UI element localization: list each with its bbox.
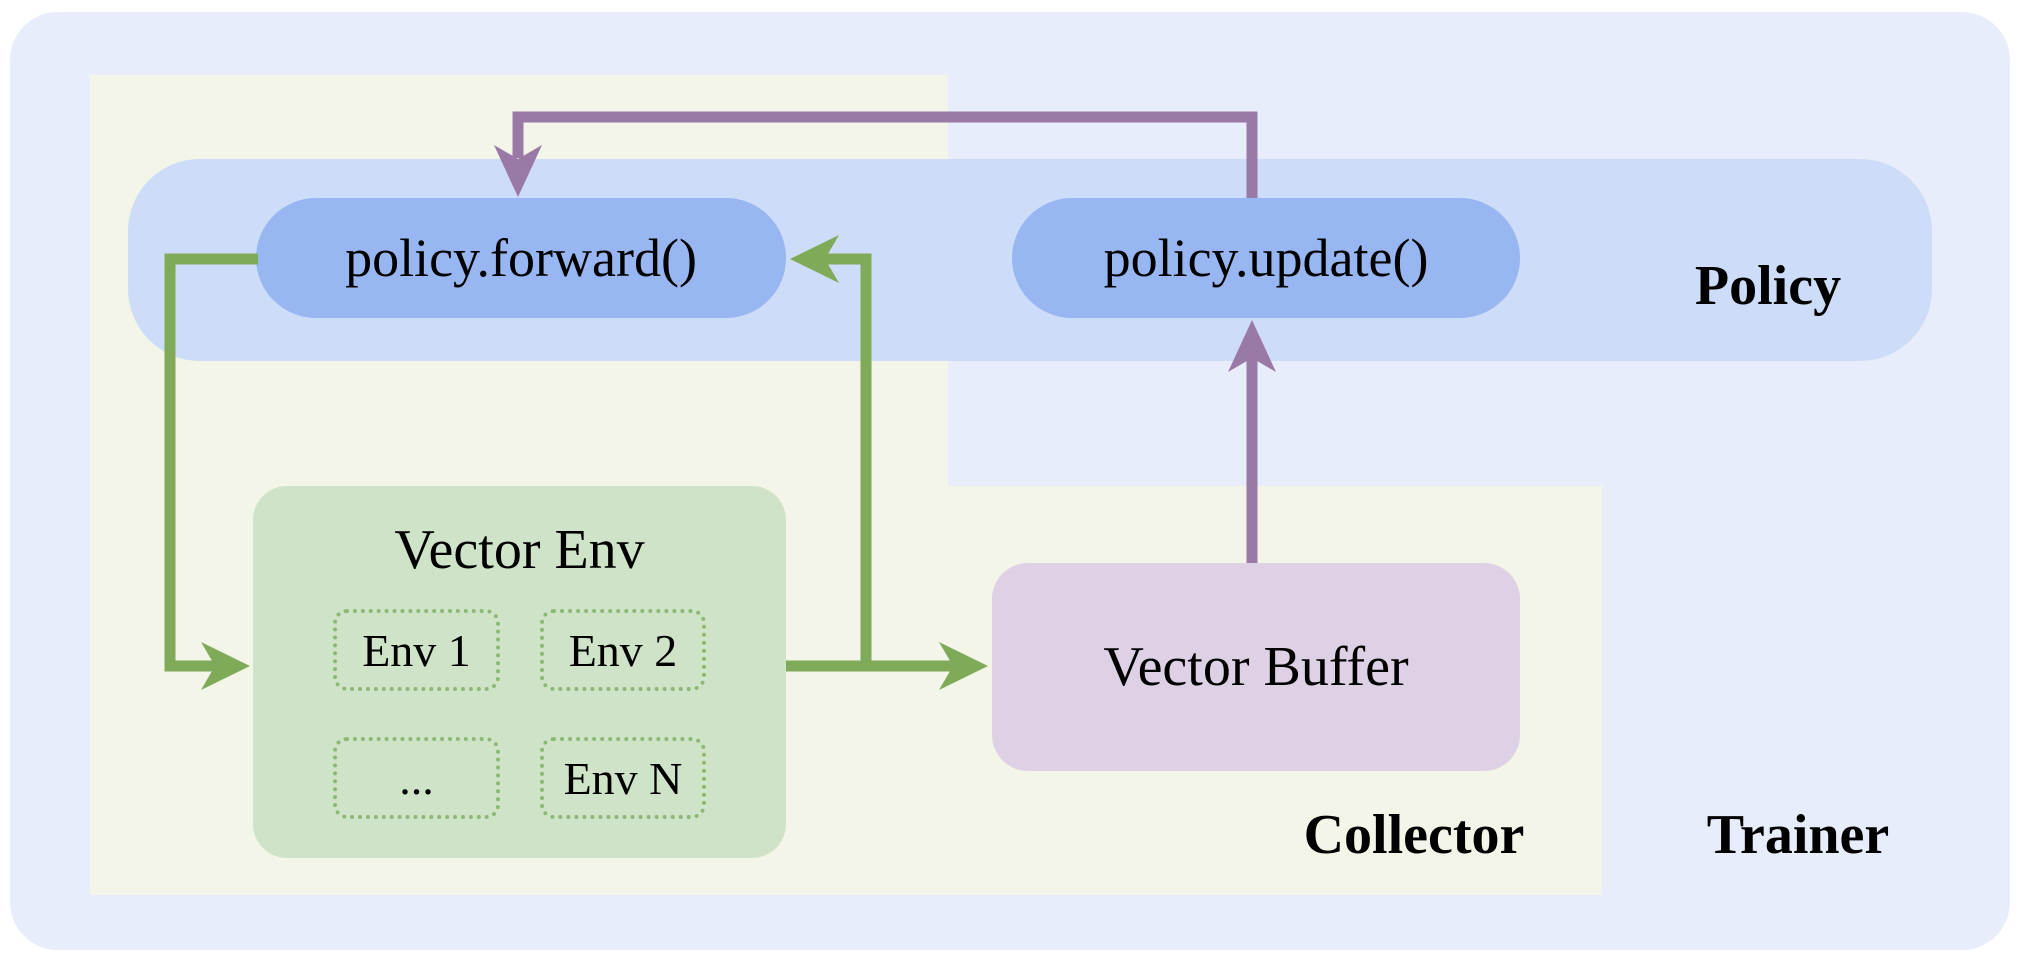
policy-region-label: Policy (1694, 255, 1842, 317)
vector-env-title: Vector Env (394, 519, 645, 581)
policy-forward-label: policy.forward() (345, 228, 697, 288)
policy-forward-node: policy.forward() (256, 198, 786, 318)
env-2-cell: Env 2 (540, 609, 706, 691)
policy-update-node: policy.update() (1012, 198, 1520, 318)
collector-region-label: Collector (1303, 804, 1525, 866)
trainer-region-label: Trainer (1706, 804, 1890, 866)
env-1-cell: Env 1 (333, 609, 500, 691)
vector-env-node (253, 486, 786, 858)
env-ellipsis-cell: ... (333, 737, 500, 819)
vector-buffer-label: Vector Buffer (1103, 636, 1409, 698)
env-n-cell: Env N (540, 737, 706, 819)
vector-buffer-node: Vector Buffer (992, 563, 1520, 771)
policy-update-label: policy.update() (1103, 228, 1429, 288)
